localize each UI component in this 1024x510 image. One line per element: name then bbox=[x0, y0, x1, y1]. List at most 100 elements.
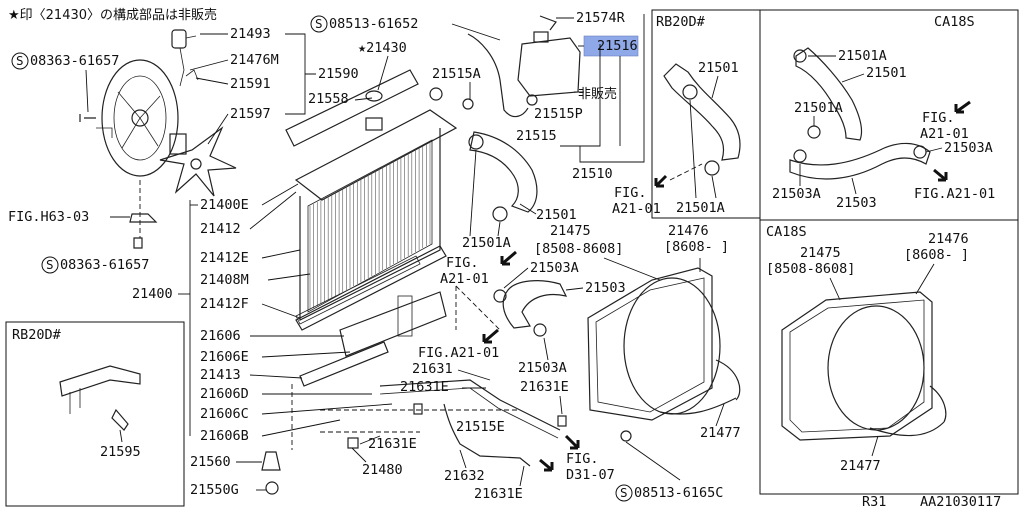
radiator-top-tank bbox=[294, 109, 458, 201]
radiator-core-frame bbox=[299, 128, 441, 321]
leader-21477 bbox=[715, 403, 725, 427]
leader-21632 bbox=[459, 449, 467, 469]
bracket-21590 bbox=[285, 33, 316, 115]
label-21503a-bot: 21503A bbox=[518, 360, 567, 376]
leader-21595 bbox=[119, 429, 123, 443]
panel-ca18s-bot-title: CA18S bbox=[766, 224, 807, 240]
label-21515e: 21515E bbox=[456, 419, 505, 435]
leader-21475 bbox=[603, 257, 661, 281]
panel-rb20d-title: RB20D# bbox=[656, 14, 706, 30]
reservoir-hose-21515a bbox=[467, 33, 529, 118]
panel-ca18s-bot-21475: 21475 bbox=[800, 245, 841, 261]
leader-21501a-2 bbox=[497, 221, 501, 237]
label-fig-d31-b: D31-07 bbox=[566, 467, 615, 483]
panel-ca18s-shroud-opening bbox=[827, 305, 925, 431]
shroud-ring-21477 bbox=[659, 397, 737, 415]
reservoir-bracket-21574r bbox=[539, 15, 557, 31]
fan-hub bbox=[131, 109, 149, 127]
label-21476-range: [8608- ] bbox=[664, 239, 729, 255]
shroud-inner-edge bbox=[595, 277, 705, 413]
label-fig-a2101-b: A21-01 bbox=[440, 271, 489, 287]
panel-rb20d-hose bbox=[663, 63, 741, 161]
leader-21413 bbox=[249, 374, 303, 379]
label-21558: 21558 bbox=[308, 91, 349, 107]
panel-ca18s-clamp-3 bbox=[793, 149, 807, 163]
bracket-21510 bbox=[560, 44, 621, 147]
label-21503a-top: 21503A bbox=[530, 260, 579, 276]
label-21501a: 21501A bbox=[462, 235, 511, 251]
label-08513-top: 08513-61652 bbox=[329, 16, 418, 32]
panel-ca18s-fig-a: FIG. bbox=[922, 110, 955, 126]
screw-symbol-icon-4 bbox=[615, 484, 633, 502]
label-08363-bottom: 08363-61657 bbox=[60, 257, 149, 273]
inlet-fitting bbox=[429, 87, 443, 101]
label-21631e-c: 21631E bbox=[368, 436, 417, 452]
fan-bracket bbox=[129, 213, 158, 223]
leader-21503a-bot bbox=[543, 337, 549, 361]
label-21400e: 21400E bbox=[200, 197, 249, 213]
label-21400: 21400 bbox=[132, 286, 173, 302]
panel-rb20d-leader-21501 bbox=[711, 75, 719, 99]
panel-ca18s-21503a-2: 21503A bbox=[772, 186, 821, 202]
label-21606e: 21606E bbox=[200, 349, 249, 365]
label-21606: 21606 bbox=[200, 328, 241, 344]
panel-ca18s-clamp-1 bbox=[793, 49, 807, 63]
drain-plug-21550g bbox=[265, 481, 279, 495]
panel-ca18s-hose-21501 bbox=[795, 47, 863, 141]
screw-symbol-icon-3 bbox=[310, 15, 328, 33]
fan-wire bbox=[179, 35, 197, 87]
label-21632: 21632 bbox=[444, 468, 485, 484]
arrow-icon bbox=[500, 250, 517, 266]
fan-assembly bbox=[79, 29, 237, 249]
shroud-outer bbox=[587, 267, 713, 421]
label-08363-top: 08363-61657 bbox=[30, 53, 119, 69]
label-21631e-b: 21631E bbox=[520, 379, 569, 395]
panel-ca18s-ring-21477-b bbox=[929, 385, 947, 423]
label-rb20d-left: RB20D# bbox=[12, 327, 62, 343]
radiator-cap-21430 bbox=[365, 90, 383, 102]
arrow-icon-2 bbox=[482, 328, 499, 344]
radiator-seal-21558 bbox=[285, 69, 419, 147]
wire-clip bbox=[185, 69, 199, 81]
screw-symbol-icon bbox=[11, 52, 29, 70]
leader-21606c bbox=[261, 403, 393, 415]
arrow-icon-3 bbox=[564, 434, 580, 450]
label-21631: 21631 bbox=[412, 361, 453, 377]
label-21475-range: [8508-8608] bbox=[534, 241, 623, 257]
panel-rb20d-21501a: 21501A bbox=[676, 200, 725, 216]
label-21606c: 21606C bbox=[200, 406, 249, 422]
leader-21480 bbox=[351, 447, 367, 463]
label-fig-a2101-c: FIG.A21-01 bbox=[418, 345, 499, 361]
fan-switch bbox=[171, 29, 187, 49]
label-21477: 21477 bbox=[700, 425, 741, 441]
bracket-top bbox=[96, 127, 113, 138]
panel-ca18s-21501a-2: 21501A bbox=[794, 100, 843, 116]
panel-ca18s-arrow-icon-2 bbox=[933, 168, 948, 182]
panel-rb20d-leader-a2 bbox=[711, 175, 717, 199]
label-21412e: 21412E bbox=[200, 250, 249, 266]
label-21550g: 21550G bbox=[190, 482, 239, 498]
fan-shroud bbox=[101, 59, 179, 177]
panel-rb20d-arrow-icon bbox=[654, 174, 668, 188]
shroud-screw bbox=[620, 430, 632, 442]
panel-ca18s-leader-b1 bbox=[925, 147, 943, 153]
panel-rb20d-fig-b: A21-01 bbox=[612, 201, 661, 217]
label-21476: 21476 bbox=[668, 223, 709, 239]
radiator-fins bbox=[309, 142, 431, 310]
leader-21606b bbox=[261, 419, 341, 437]
panel-ca18s-bottom bbox=[759, 219, 1019, 495]
screw-symbol-s1: S bbox=[16, 53, 24, 68]
panel-rb20d-clamp-1 bbox=[682, 84, 698, 100]
label-21515p: 21515P bbox=[534, 106, 583, 122]
leader-21631e-b bbox=[559, 395, 563, 415]
radiator-bottom-tank bbox=[295, 245, 447, 331]
fan-blade bbox=[159, 126, 237, 197]
leader-08513-bottom bbox=[625, 441, 681, 481]
clamp-21501a-1 bbox=[468, 134, 484, 150]
leader-21412e bbox=[261, 249, 301, 259]
leader-21501 bbox=[519, 203, 537, 215]
label-21503: 21503 bbox=[585, 280, 626, 296]
label-21516[interactable]: 21516 bbox=[597, 38, 638, 54]
footer-code: AA21030117 bbox=[920, 494, 1001, 510]
bracket-21510-b bbox=[579, 14, 645, 163]
